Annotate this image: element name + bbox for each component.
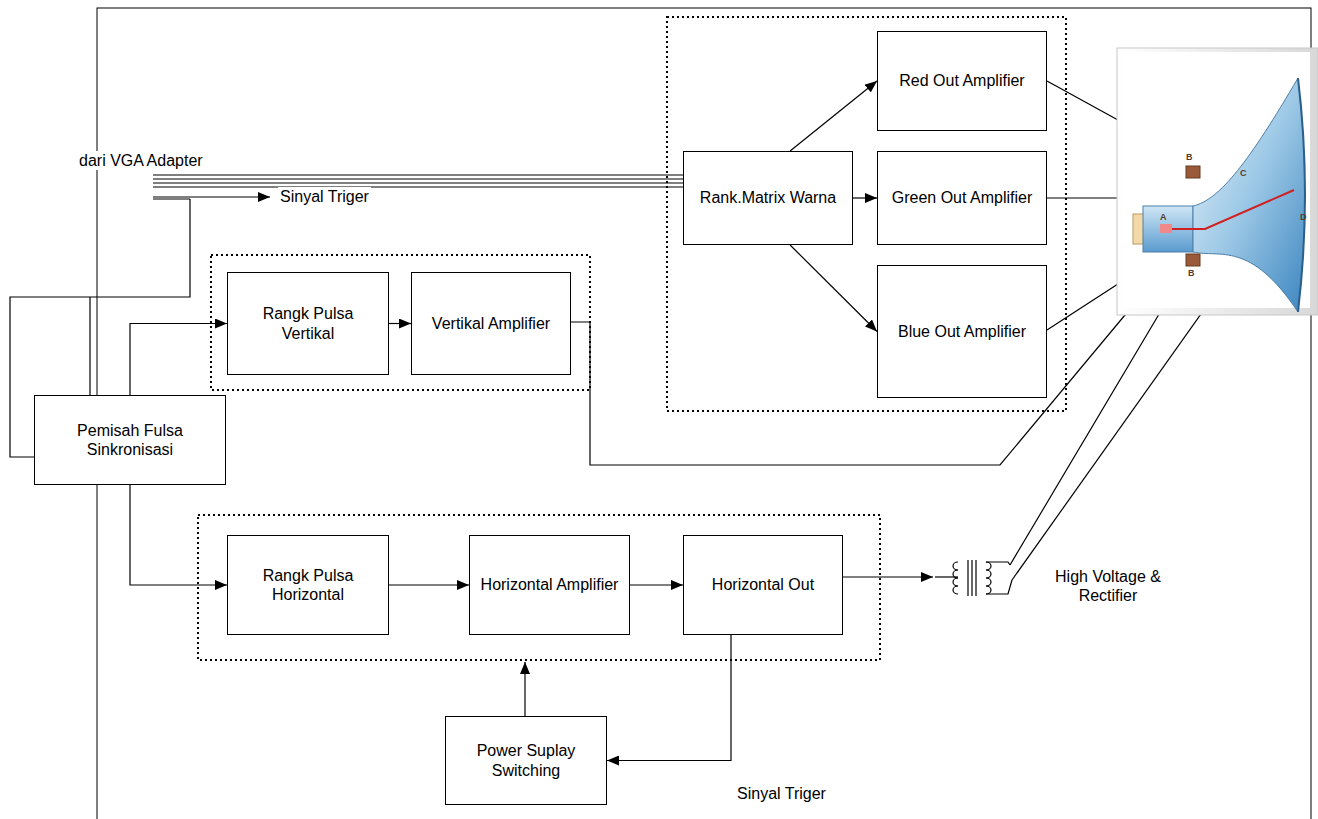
signal-arrow: [130, 324, 227, 396]
crt-illustration: [1117, 48, 1318, 315]
signal-arrow: [130, 485, 227, 585]
box-text: Green Out Amplifier: [892, 188, 1033, 207]
box-text: Rank.Matrix Warna: [700, 188, 836, 207]
signal-arrow: [389, 323, 411, 324]
pulse-box: Rangk Pulsa Horizontal: [227, 535, 389, 635]
callout-letter: A: [1160, 212, 1167, 223]
amplifier-box: Red Out Amplifier: [877, 31, 1047, 131]
pulse-box: Rangk Pulsa Vertikal: [227, 272, 389, 375]
signal-label: Sinyal Triger: [278, 187, 371, 206]
box-text: Vertikal Amplifier: [432, 314, 550, 333]
signal-arrow: [630, 584, 683, 585]
callout-letter: B: [1186, 152, 1193, 163]
callout-letter: D: [1300, 212, 1307, 223]
amplifier-box: Horizontal Amplifier: [469, 535, 630, 635]
transformer-symbol: [935, 560, 1012, 596]
signal-arrow: [790, 245, 877, 332]
component-label: High Voltage & Rectifier: [1050, 567, 1166, 605]
box-text: Blue Out Amplifier: [898, 322, 1026, 341]
signal-label: Sinyal Triger: [735, 784, 828, 803]
outer-frame: [97, 8, 1311, 819]
callout-letter: C: [1240, 168, 1247, 179]
power-supply-box: Power Suplay Switching: [445, 716, 607, 805]
box-text: Power Suplay Switching: [454, 741, 598, 779]
callout-letter: B: [1188, 268, 1195, 279]
signal-label: dari VGA Adapter: [77, 151, 205, 170]
horizontal-group: [198, 515, 880, 660]
output-box: Horizontal Out: [683, 535, 843, 635]
box-text: Horizontal Amplifier: [481, 575, 619, 594]
signal-arrow: [853, 197, 877, 198]
amplifier-box: Green Out Amplifier: [877, 151, 1047, 245]
rgb-group: [667, 17, 1066, 411]
matrix-box: Rank.Matrix Warna: [683, 151, 853, 245]
separator-box: Pemisah Fulsa Sinkronisasi: [34, 395, 226, 485]
box-text: Pemisah Fulsa Sinkronisasi: [43, 421, 217, 459]
amplifier-box: Vertikal Amplifier: [411, 272, 571, 375]
signal-arrow: [389, 584, 469, 585]
box-text: Horizontal Out: [712, 575, 814, 594]
signal-arrow: [790, 81, 877, 151]
box-text: Rangk Pulsa Vertikal: [236, 304, 380, 342]
box-text: Red Out Amplifier: [899, 71, 1024, 90]
box-text: Rangk Pulsa Horizontal: [236, 566, 380, 604]
signal-arrow: [607, 635, 731, 761]
vertical-group: [211, 255, 590, 390]
amplifier-box: Blue Out Amplifier: [877, 265, 1047, 398]
